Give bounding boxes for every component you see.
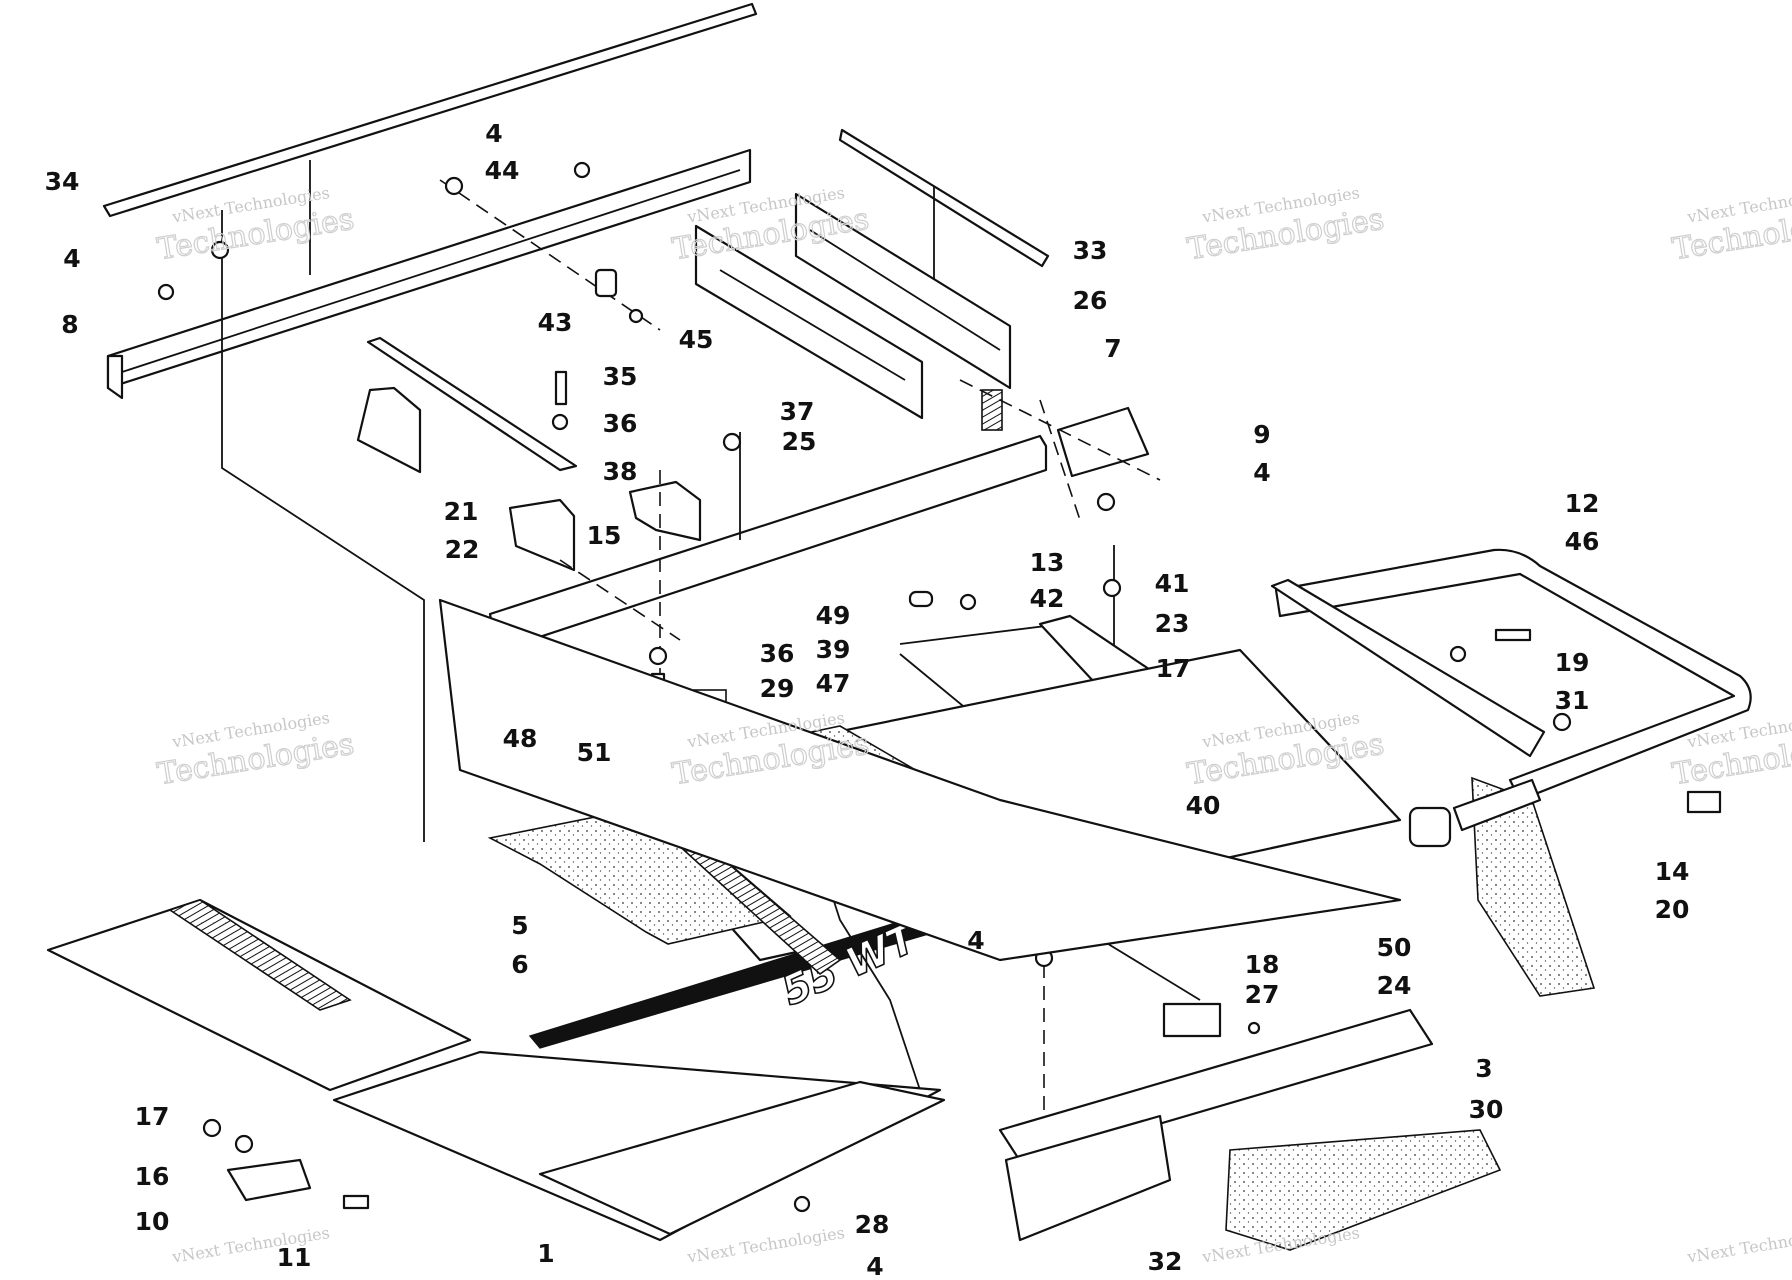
part-9-end-bracket <box>1056 406 1150 478</box>
part-33-rear-rail <box>838 128 1050 285</box>
callout-c25: 25 <box>782 427 817 456</box>
callout-c16: 16 <box>135 1162 170 1191</box>
callout-c23: 23 <box>1155 609 1190 638</box>
callout-c3: 3 <box>1475 1054 1492 1083</box>
callout-c19: 19 <box>1555 648 1590 677</box>
callout-c45: 45 <box>679 325 714 354</box>
callout-c4d: 4 <box>967 926 984 955</box>
callout-c12: 12 <box>1565 489 1600 518</box>
callout-c24: 24 <box>1377 971 1412 1000</box>
callout-c10: 10 <box>135 1207 170 1236</box>
callout-c11: 11 <box>277 1243 312 1272</box>
watermark-wm12: vNext Technologies <box>1685 1223 1792 1267</box>
callout-c22: 22 <box>445 535 480 564</box>
callout-c33: 33 <box>1073 236 1108 265</box>
callout-c44: 44 <box>485 156 520 185</box>
callout-c37: 37 <box>780 397 815 426</box>
part-22-bracket <box>508 498 576 572</box>
part-34-top-rail <box>102 2 758 275</box>
side-brace-bracket <box>1004 1114 1172 1242</box>
callout-c39: 39 <box>816 635 851 664</box>
callout-c5: 5 <box>511 911 528 940</box>
callout-c4b: 4 <box>485 119 502 148</box>
watermark-small-text: vNext Technologies <box>685 1223 846 1267</box>
part-25-side-bracket <box>694 224 924 420</box>
callout-c4c: 4 <box>1253 458 1270 487</box>
callout-c20: 20 <box>1655 895 1690 924</box>
watermark-wm11: vNext Technologies <box>1200 1223 1361 1267</box>
part-21-bracket <box>356 386 422 474</box>
callout-c1: 1 <box>537 1239 554 1268</box>
callout-c35: 35 <box>603 362 638 391</box>
part-26-side-bracket <box>794 192 1012 390</box>
callout-c36b: 36 <box>760 639 795 668</box>
callout-c50: 50 <box>1377 933 1412 962</box>
callout-c14: 14 <box>1655 857 1690 886</box>
callout-c38: 38 <box>603 457 638 486</box>
part-30-running-board <box>1225 1129 1502 1251</box>
callout-c47: 47 <box>816 669 851 698</box>
part-hood-front-panel <box>46 898 472 1092</box>
part-24-axle-tube <box>1452 778 1542 832</box>
callout-c43: 43 <box>538 308 573 337</box>
callout-c48: 48 <box>503 724 538 753</box>
callout-c42: 42 <box>1030 584 1065 613</box>
part-1-footrest <box>538 1080 946 1236</box>
callout-c26: 26 <box>1073 286 1108 315</box>
part-50-end-cap <box>1408 806 1452 848</box>
part-8-front-cross-brace <box>106 148 752 400</box>
callout-c4e: 4 <box>866 1252 883 1280</box>
callout-c34: 34 <box>45 167 80 196</box>
callout-c13: 13 <box>1030 548 1065 577</box>
part-7-brush <box>981 389 1003 431</box>
watermark-small-text: vNext Technologies <box>1685 1223 1792 1267</box>
part-38-support-bar <box>366 336 578 472</box>
callout-c9: 9 <box>1253 420 1270 449</box>
callout-c8: 8 <box>61 310 78 339</box>
callout-c17a: 17 <box>1156 654 1191 683</box>
callout-c36a: 36 <box>603 409 638 438</box>
part-3-side-rail <box>998 1008 1434 1166</box>
rear-bumper-mount <box>1270 578 1546 758</box>
callout-c28: 28 <box>855 1210 890 1239</box>
watermark-small-text: vNext Technologies <box>170 1223 331 1267</box>
callout-c7: 7 <box>1104 334 1121 363</box>
callout-c30: 30 <box>1469 1095 1504 1124</box>
callout-c4a: 4 <box>63 244 80 273</box>
watermark-wm10: vNext Technologies <box>685 1223 846 1267</box>
callout-c15: 15 <box>587 521 622 550</box>
callout-c51: 51 <box>577 738 612 767</box>
watermark-small-text: vNext Technologies <box>1200 1223 1361 1267</box>
callout-c31: 31 <box>1555 686 1590 715</box>
callout-c6: 6 <box>511 950 528 979</box>
callout-c41: 41 <box>1155 569 1190 598</box>
callout-c17b: 17 <box>135 1102 170 1131</box>
part-15-clamp <box>628 480 702 542</box>
callout-c32: 32 <box>1148 1247 1183 1276</box>
callout-c18: 18 <box>1245 950 1280 979</box>
callout-c40: 40 <box>1186 791 1221 820</box>
callout-c49: 49 <box>816 601 851 630</box>
watermark-wm9: vNext Technologies <box>170 1223 331 1267</box>
callout-c46: 46 <box>1565 527 1600 556</box>
callout-c29: 29 <box>760 674 795 703</box>
callout-c27: 27 <box>1245 980 1280 1009</box>
callout-c21: 21 <box>444 497 479 526</box>
